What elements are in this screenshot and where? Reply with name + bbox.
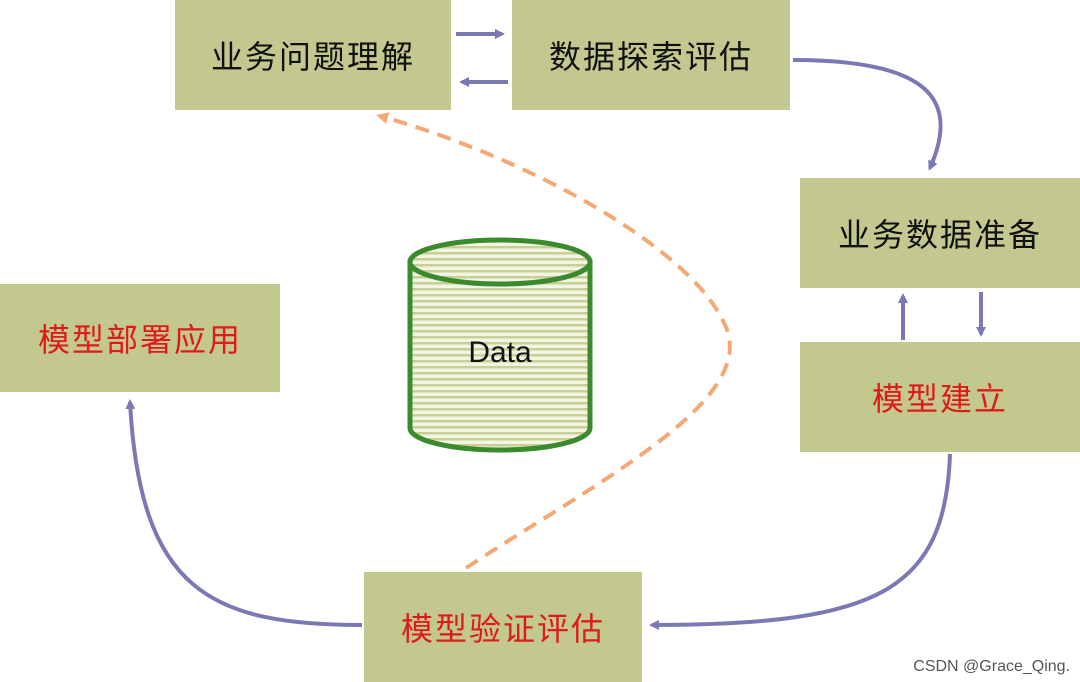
arrow-build-to-validate: [649, 453, 952, 630]
watermark: CSDN @Grace_Qing.: [913, 658, 1070, 675]
step-model-validation: 模型验证评估: [364, 572, 642, 682]
database-cylinder: [407, 237, 593, 453]
step-model-building: 模型建立: [800, 342, 1080, 452]
step-business-understanding: 业务问题理解: [175, 0, 451, 110]
database-label: Data: [468, 336, 532, 369]
arrow-validate-to-deploy: [125, 399, 363, 627]
arrow-explore-to-prepare: [792, 58, 943, 171]
step-model-deployment: 模型部署应用: [0, 284, 280, 392]
step-data-exploration: 数据探索评估: [512, 0, 790, 110]
feedback-dashed-arrow: [376, 112, 732, 570]
step-data-preparation: 业务数据准备: [800, 178, 1080, 288]
